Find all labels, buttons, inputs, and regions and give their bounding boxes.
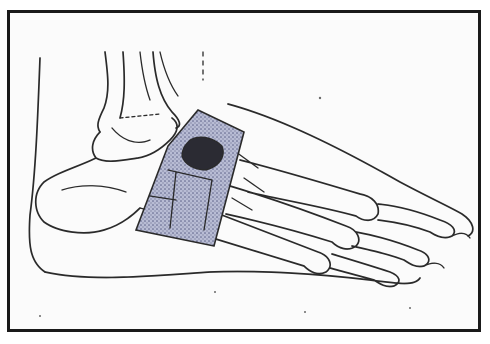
metatarsal-2 xyxy=(226,186,359,249)
fibula-inner-2 xyxy=(160,52,178,96)
metatarsal-3 xyxy=(206,212,330,274)
leg-outline-posterior xyxy=(29,58,45,272)
talus-inner xyxy=(112,128,150,142)
navicular-dark-region xyxy=(182,137,223,170)
calcaneus-bone xyxy=(36,158,140,233)
fibula-inner xyxy=(140,52,150,100)
calcaneus-inner xyxy=(62,186,126,192)
metatarsal-dorsal xyxy=(228,104,473,236)
toe-tip-1 xyxy=(452,233,470,238)
tibia-bone-back xyxy=(153,52,179,128)
tibia-bone-front xyxy=(120,52,124,118)
dashed-joint-line xyxy=(120,114,160,118)
midfoot-highlight-region xyxy=(136,110,244,246)
fibula-bone xyxy=(98,52,108,132)
toe-2 xyxy=(352,232,429,267)
toe-1 xyxy=(378,204,454,238)
